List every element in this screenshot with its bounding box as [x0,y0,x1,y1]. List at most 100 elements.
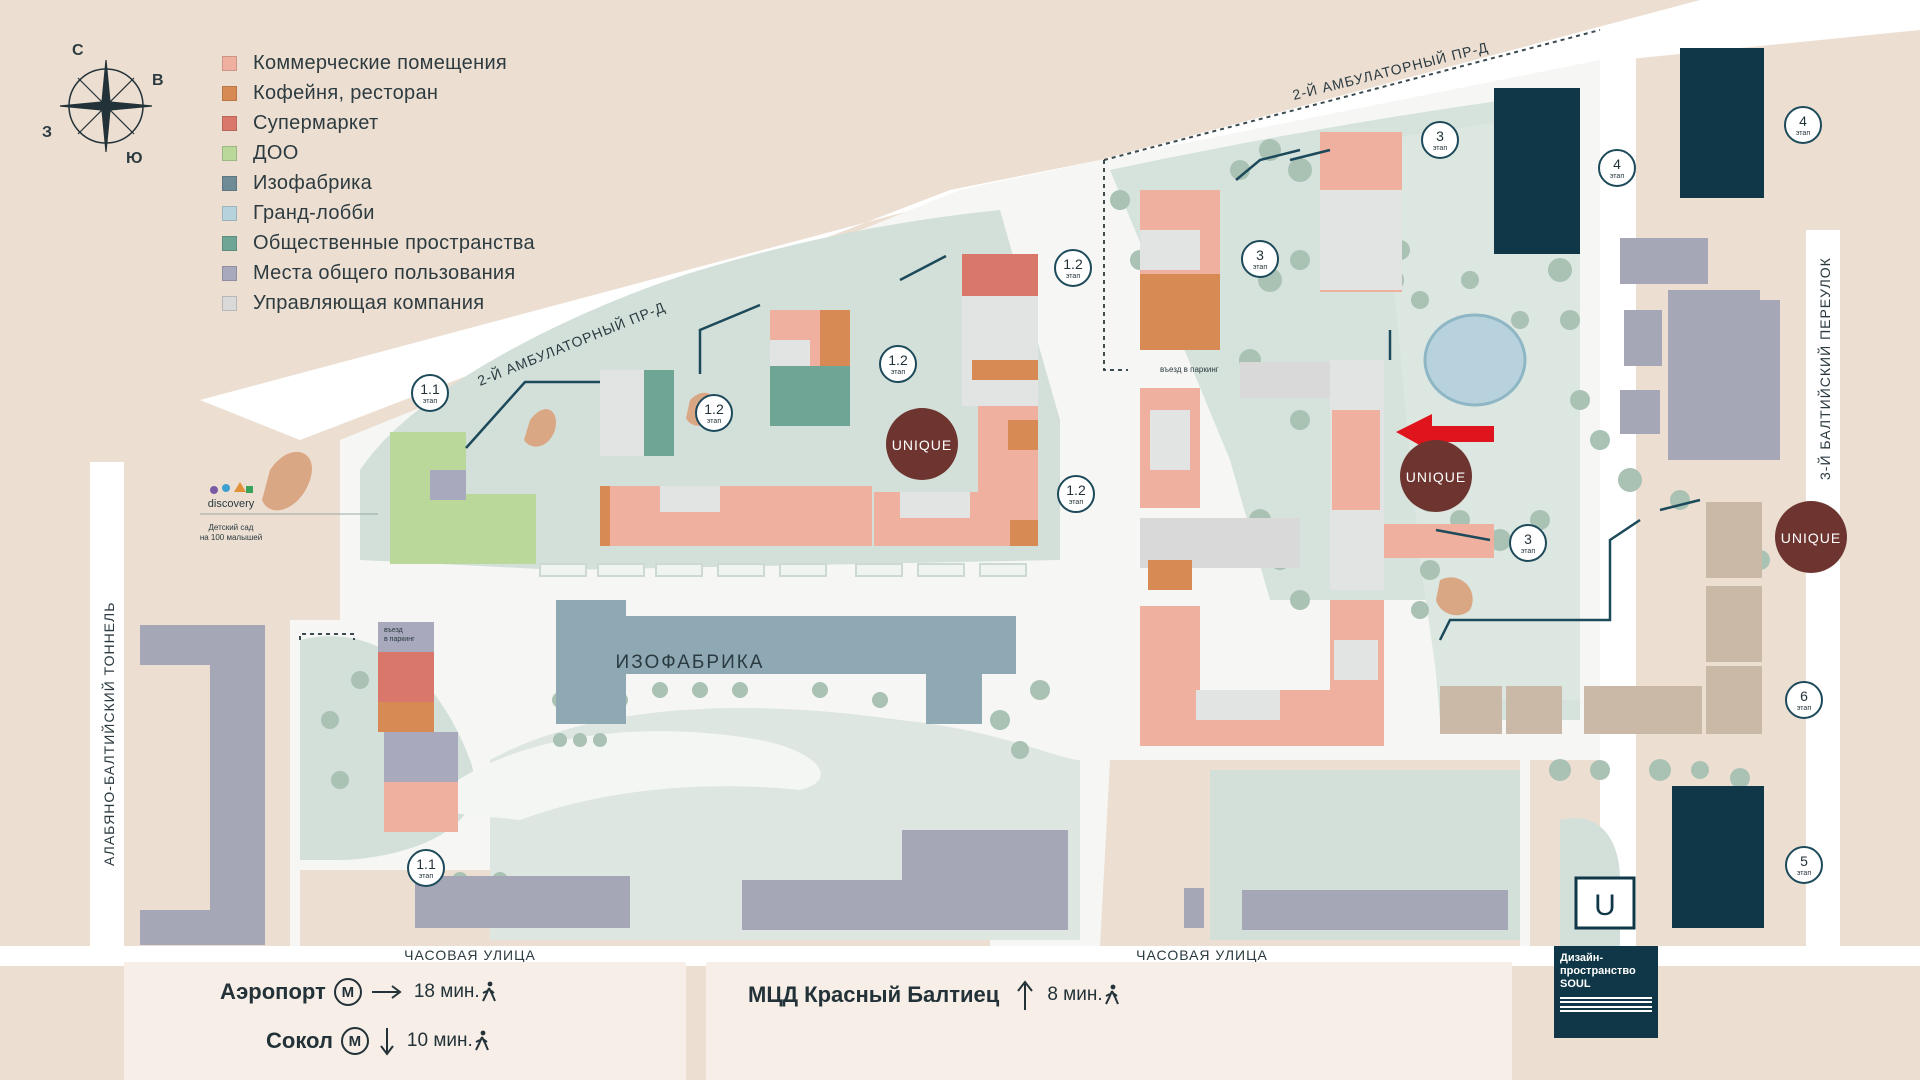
street-label-baltic-lane: 3-Й БАЛТИЙСКИЙ ПЕРЕУЛОК [1816,257,1833,480]
stage-number: 1.2 [1063,256,1083,272]
legend-label: Кофейня, ресторан [253,81,439,104]
soul-line-2: пространство [1560,965,1636,977]
kindergarten-caption-1: Детский сад [209,523,254,532]
soul-logo-glyph: U [1594,889,1616,922]
soul-logo[interactable]: U [1574,876,1636,930]
unique-badge-west [886,408,958,480]
kindergarten-caption-2: на 100 малышей [200,533,262,542]
unique-badge-east [1775,501,1847,573]
legend-item: Изофабрика [222,168,535,198]
legend-swatch [222,295,237,311]
road-north-east [1600,40,1636,960]
soul-line-1: Дизайн- [1560,952,1604,964]
compass-west: З [42,124,53,141]
kindergarten-marker[interactable]: discovery Детский сад на 100 малышей [200,482,378,542]
road-baltic-lane [1806,230,1840,962]
neighbouring-buildings [140,238,1780,945]
stage-number: 4 [1799,113,1807,129]
compass-south: Ю [126,150,143,167]
unique-label-center: UNIQUE [1406,469,1466,485]
transit-panel-left [124,962,686,1080]
unique-label-west: UNIQUE [892,437,952,453]
unique-badges[interactable]: UNIQUE UNIQUE UNIQUE [886,408,1847,573]
arrow-up-icon [1017,980,1034,1010]
transit-airport: Аэропорт М 18 мин. [220,978,498,1006]
izofabrika-building[interactable] [556,600,1016,724]
bench-row [539,563,1027,577]
transit-sokol-name: Сокол [266,1028,333,1053]
legend-label: Общественные пространства [253,231,535,254]
legend-label: Места общего пользования [253,261,516,284]
stage-number: 6 [1800,688,1808,704]
legend-swatch [222,205,237,221]
soul-design-space-label[interactable]: Дизайн- пространство SOUL [1554,946,1658,1038]
street-label-chasovaya-right: ЧАСОВАЯ УЛИЦА [1136,947,1268,963]
legend-item: Управляющая компания [222,288,535,318]
legend-swatch [222,85,237,101]
pond [1423,313,1527,407]
stage-word: этап [1797,705,1811,712]
parking-entry-label-2b: в паркинг [384,636,415,643]
stage-word: этап [1253,264,1267,271]
parking-routes [299,29,1601,640]
stage-number: 3 [1436,128,1444,144]
legend-item: Кофейня, ресторан [222,78,535,108]
walk-icon [1104,984,1119,1005]
stage-number: 5 [1800,853,1808,869]
compass-rose-icon [59,59,153,153]
stage-word: этап [707,418,721,425]
stage-word: этап [1521,548,1535,555]
road-chasovaya [0,946,1920,966]
legend-swatch [222,265,237,281]
stage-number: 1.1 [420,381,440,397]
transit-mcd-time: 8 мин. [1047,984,1103,1005]
stage-number: 1.2 [1066,482,1086,498]
parking-entry-label: въезд в паркинг [1160,365,1219,374]
stage-number: 1.2 [888,352,908,368]
route-lines [465,148,1701,641]
legend-item: Места общего пользования [222,258,535,288]
red-arrow-marker [1396,414,1494,452]
legend-item: Супермаркет [222,108,535,138]
compass: С В Ю З [42,38,176,168]
stage-word: этап [1610,173,1624,180]
stage-number: 4 [1613,156,1621,172]
parking-entry-label-2a: въезд [384,627,403,634]
compass-north: С [72,42,84,59]
kindergarten-brand: discovery [208,498,255,510]
legend-item: ДОО [222,138,535,168]
compass-east: В [152,72,164,89]
stage-markers[interactable]: 1.1этап1.2этап1.2этап1.2этап1.2этап3этап… [407,106,1823,887]
legend-label: Изофабрика [253,171,373,194]
legend-label: Супермаркет [253,111,379,134]
legend-item: Общественные пространства [222,228,535,258]
legend-swatch [222,175,237,191]
stage-number: 1.1 [416,856,436,872]
block-west[interactable] [378,254,1038,832]
legend-swatch [222,115,237,131]
block-east[interactable] [1140,132,1494,746]
street-label-tunnel: АЛАБЯНО-БАЛТИЙСКИЙ ТОННЕЛЬ [100,602,117,866]
legend-item: Гранд-лобби [222,198,535,228]
stage-word: этап [1433,145,1447,152]
path-south [420,731,821,820]
stage-number: 1.2 [704,401,724,417]
legend-item: Коммерческие помещения [222,48,535,78]
transit-sokol: Сокол М 10 мин. [266,1026,491,1056]
stage-word: этап [423,398,437,405]
